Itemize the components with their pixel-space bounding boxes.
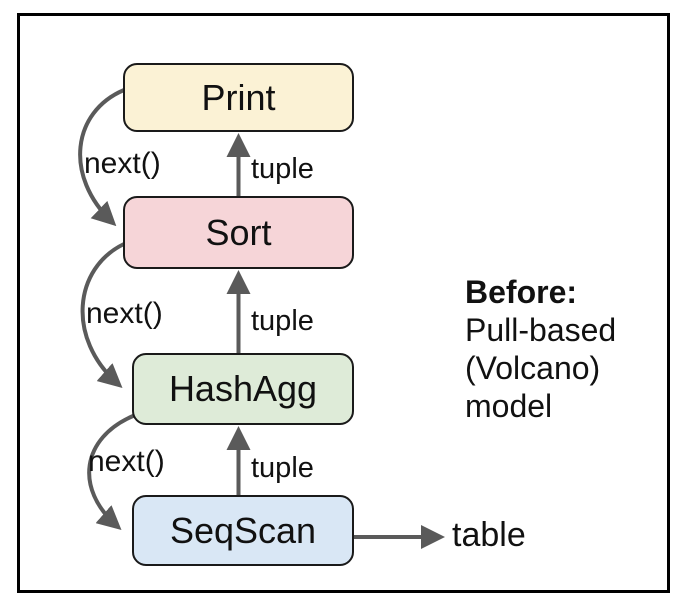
tuple-label-2: tuple: [251, 305, 314, 337]
side-note: Before: Pull-based (Volcano) model: [465, 273, 616, 425]
side-note-line-3: model: [465, 388, 553, 424]
side-note-line-1: Pull-based: [465, 312, 617, 348]
tuple-label-3: tuple: [251, 452, 314, 484]
node-seqscan-label: SeqScan: [169, 509, 317, 551]
side-note-title: Before:: [465, 274, 578, 310]
next-arc-hashagg-seqscan: [87, 414, 135, 530]
outer-border: Print Sort HashAgg SeqScan next() next()…: [17, 13, 670, 593]
node-print: Print: [123, 63, 354, 132]
next-arc-sort-hashagg: [80, 242, 126, 388]
next-call-label-3: next(): [88, 445, 165, 478]
side-note-line-2: (Volcano): [465, 350, 601, 386]
node-hashagg: HashAgg: [132, 353, 354, 425]
tuple-label-1: tuple: [251, 153, 314, 185]
edges-layer: [78, 88, 445, 549]
next-call-label-2: next(): [86, 297, 163, 330]
table-label: table: [452, 516, 526, 554]
node-hashagg-label: HashAgg: [168, 368, 318, 409]
node-sort-label: Sort: [205, 211, 272, 253]
node-print-label: Print: [201, 76, 276, 118]
next-call-label-1: next(): [84, 147, 161, 180]
next-arc-print-sort: [78, 88, 126, 227]
node-seqscan: SeqScan: [132, 495, 354, 566]
node-sort: Sort: [123, 196, 354, 269]
